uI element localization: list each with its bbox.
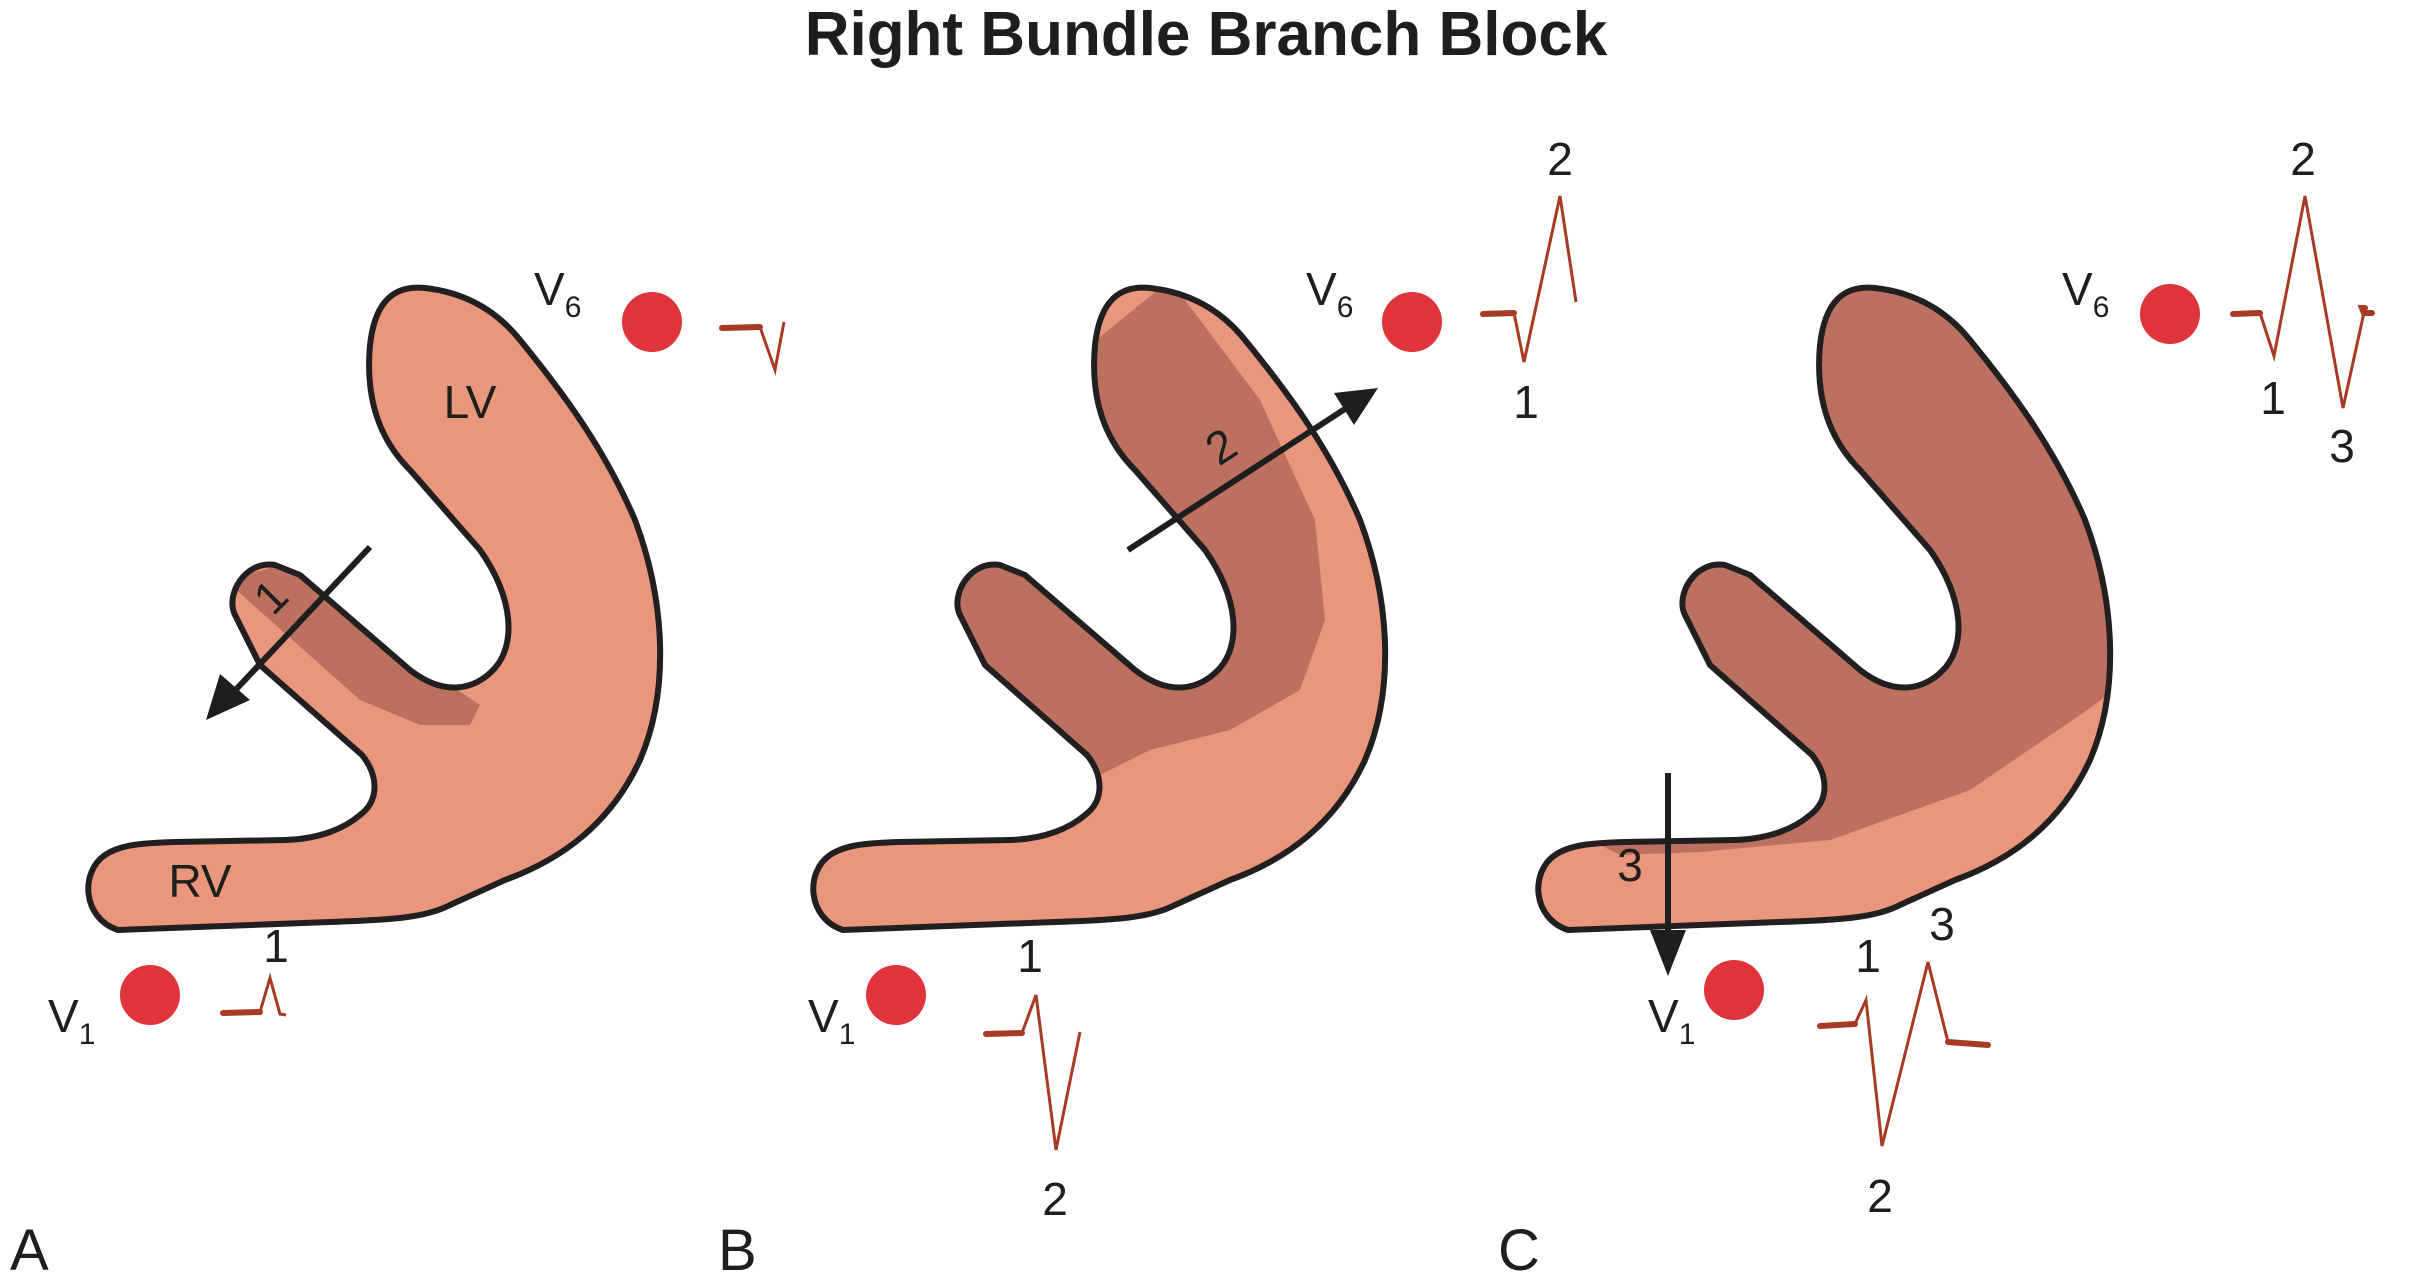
v1-wave-b-2: 2	[1042, 1173, 1068, 1225]
v6-electrode-a	[622, 292, 682, 352]
vector-3-arrow	[1650, 773, 1686, 976]
panel-letter-c: C	[1498, 1218, 1540, 1281]
v6-label-c: V6	[2062, 263, 2109, 324]
v1-wave-c-3: 3	[1929, 898, 1955, 950]
v1-wave-a-1: 1	[263, 920, 289, 972]
panel-letter-b: B	[718, 1218, 757, 1281]
v6-ecg-c	[2230, 195, 2375, 409]
panel-letter-a: A	[10, 1218, 49, 1281]
vector-3-number: 3	[1617, 839, 1643, 891]
v1-electrode-c	[1704, 960, 1764, 1020]
diagram-title: Right Bundle Branch Block	[805, 0, 1608, 69]
v6-wave-c-2: 2	[2290, 133, 2316, 185]
v1-ecg-b	[983, 994, 1082, 1151]
v6-electrode-b	[1382, 292, 1442, 352]
v6-wave-b-1: 1	[1513, 376, 1539, 428]
v6-label-b: V6	[1306, 263, 1353, 324]
v1-label-a: V1	[48, 990, 95, 1051]
panel-a: LV RV 1 V6 V1 1 A	[10, 263, 786, 1281]
v6-wave-c-1: 1	[2260, 372, 2286, 424]
v1-wave-c-2: 2	[1867, 1170, 1893, 1222]
v6-wave-c-3: 3	[2329, 420, 2355, 472]
v1-ecg-c	[1817, 961, 1991, 1147]
lv-label: LV	[444, 376, 497, 428]
v1-electrode-a	[120, 965, 180, 1025]
v1-label-c: V1	[1648, 990, 1695, 1051]
v6-label-a: V6	[534, 263, 581, 324]
rv-label: RV	[168, 855, 231, 907]
v1-ecg-a	[220, 972, 287, 1017]
vector-2-arrow	[1126, 388, 1378, 553]
heart-a-myocardium	[88, 287, 661, 930]
v6-ecg-b	[1480, 195, 1578, 363]
v1-label-b: V1	[808, 990, 855, 1051]
heart-a-depolarized-septum	[225, 560, 480, 725]
v6-ecg-a	[719, 321, 786, 376]
v1-wave-b-1: 1	[1017, 930, 1043, 982]
v1-electrode-b	[866, 965, 926, 1025]
v6-electrode-c	[2140, 284, 2200, 344]
panel-c: 3 V6 2 1 3 V1 1 3 2 C	[1498, 133, 2375, 1281]
vector-1-arrow	[206, 544, 373, 720]
panel-b: 2 V6 2 1 V1 1 2 B	[718, 133, 1578, 1281]
v6-wave-b-2: 2	[1547, 133, 1573, 185]
v1-wave-c-1: 1	[1855, 930, 1881, 982]
